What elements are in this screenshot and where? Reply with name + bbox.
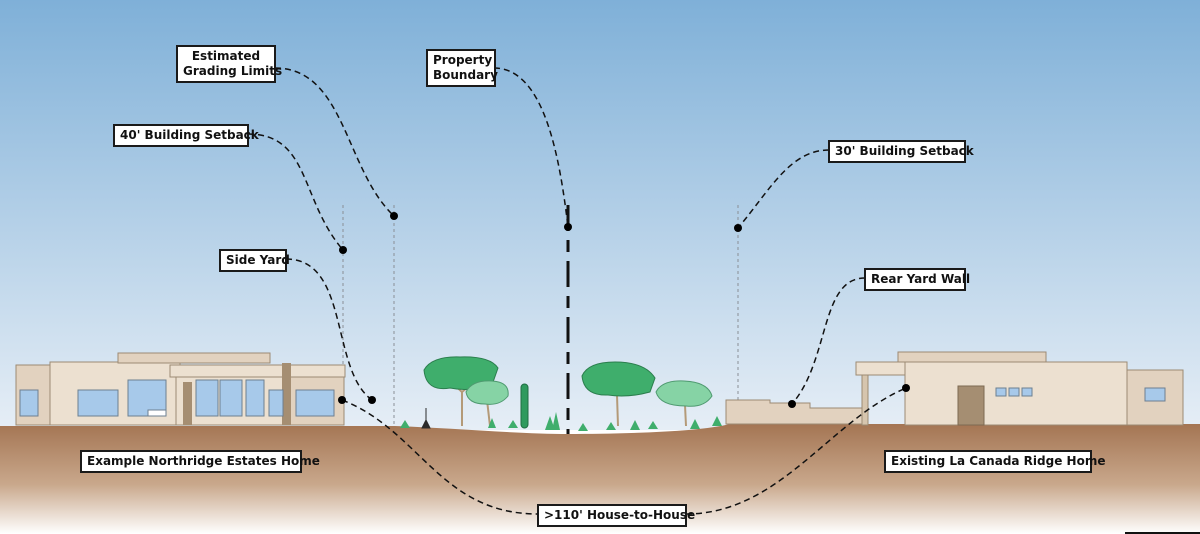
- rear-yard-wall-label: Rear Yard Wall: [864, 268, 970, 291]
- existing-home-label: Existing La Canada Ridge Home: [884, 450, 1105, 473]
- building-setback-30-label: 30' Building Setback: [828, 140, 974, 163]
- grading-limits-dot: [390, 212, 398, 220]
- building-setback-30-leader: [737, 149, 830, 229]
- side-yard-leader: [285, 258, 373, 401]
- building-setback-30-label-text: 30' Building Setback: [835, 144, 974, 158]
- leader-lines: [247, 67, 907, 515]
- existing-home-illustration: [855, 351, 1184, 426]
- example-home-label-text: Example Northridge Estates Home: [87, 454, 320, 468]
- house-right-dot: [902, 384, 910, 392]
- side-yard-dot: [368, 396, 376, 404]
- building-setback-40-dot: [339, 246, 347, 254]
- side-yard-label: Side Yard: [219, 249, 290, 272]
- house-distance-leader-right: [685, 387, 907, 515]
- property-boundary-label: Property Boundary: [426, 49, 498, 87]
- rear-yard-wall-dot: [788, 400, 796, 408]
- building-setback-40-label: 40' Building Setback: [113, 124, 259, 147]
- edge-bar: [1125, 532, 1200, 534]
- rear-yard-wall-leader: [791, 277, 866, 405]
- rear-yard-wall-illustration: [725, 399, 863, 425]
- house-distance-leader-left: [341, 399, 539, 515]
- leader-dots: [338, 212, 910, 408]
- grading-limits-label-line1: Estimated: [191, 49, 261, 63]
- vegetation: [400, 356, 722, 431]
- example-home-label: Example Northridge Estates Home: [80, 450, 320, 473]
- building-setback-30-dot: [734, 224, 742, 232]
- example-home-illustration: [15, 352, 346, 426]
- side-yard-label-text: Side Yard: [226, 253, 290, 267]
- setback-lines: [342, 205, 739, 426]
- grading-limits-leader: [274, 67, 395, 217]
- property-boundary-leader: [493, 67, 569, 228]
- property-boundary-label-line2: Boundary: [433, 68, 498, 82]
- grading-limits-label-line2: Grading Limits: [183, 64, 283, 78]
- building-setback-40-label-text: 40' Building Setback: [120, 128, 259, 142]
- building-setback-40-leader: [247, 133, 344, 251]
- rear-yard-wall-label-text: Rear Yard Wall: [871, 272, 971, 286]
- grading-limits-label: Estimated Grading Limits: [176, 45, 283, 83]
- house-left-dot: [338, 396, 346, 404]
- house-distance-label-text: >110' House-to-House: [544, 508, 696, 522]
- property-boundary-label-line1: Property: [433, 53, 493, 67]
- property-boundary-dot: [564, 223, 572, 231]
- house-distance-label: >110' House-to-House: [537, 504, 695, 527]
- existing-home-label-text: Existing La Canada Ridge Home: [891, 454, 1106, 468]
